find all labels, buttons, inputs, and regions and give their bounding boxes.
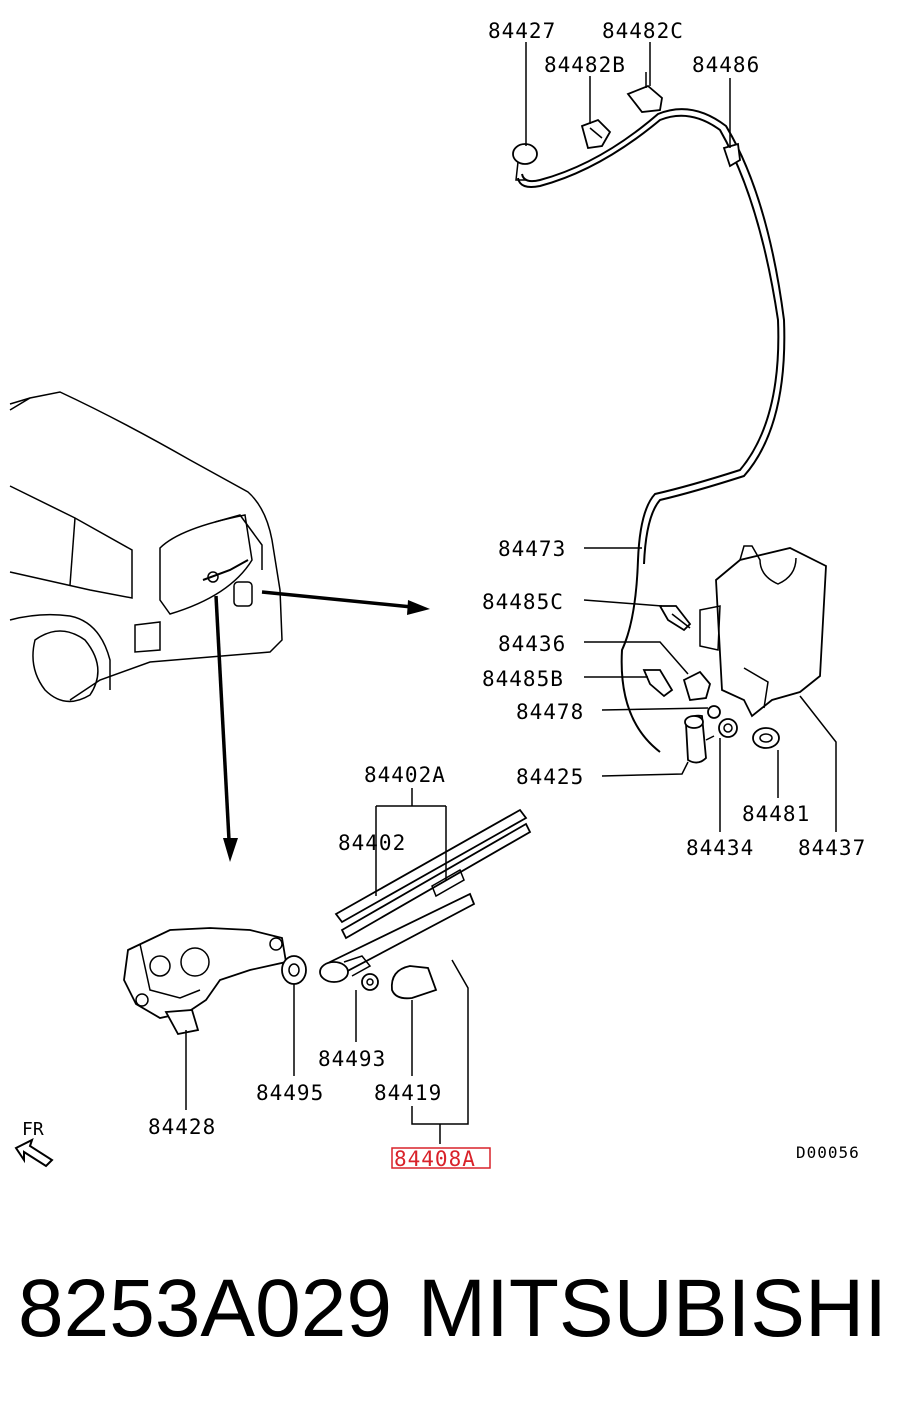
- label-84478[interactable]: 84478: [516, 700, 584, 724]
- front-arrow-icon: [14, 1138, 54, 1168]
- grommet-84478: [707, 705, 721, 719]
- label-84427[interactable]: 84427: [488, 19, 556, 43]
- label-84436[interactable]: 84436: [498, 632, 566, 656]
- label-84485C[interactable]: 84485C: [482, 590, 564, 614]
- wiper-blade-84402: [334, 808, 532, 940]
- bushing-84495: [281, 955, 307, 985]
- joint-84486: [722, 142, 741, 168]
- label-84473[interactable]: 84473: [498, 537, 566, 561]
- label-84481[interactable]: 84481: [742, 802, 810, 826]
- label-84402[interactable]: 84402: [338, 831, 406, 855]
- drawing-code: D00056: [796, 1143, 860, 1162]
- leader-lines-right: [583, 547, 837, 832]
- part-labels: 84427 84482C 84482B 84486 84473 84485C 8…: [148, 19, 866, 1171]
- front-indicator: FR: [14, 1119, 54, 1168]
- label-84434[interactable]: 84434: [686, 836, 754, 860]
- highlight-box: [391, 1147, 491, 1169]
- leader-lines-lower: [185, 788, 469, 1144]
- label-84482C[interactable]: 84482C: [602, 19, 684, 43]
- label-84425[interactable]: 84425: [516, 765, 584, 789]
- label-84482B[interactable]: 84482B: [544, 53, 626, 77]
- wiper-motor-84428: [123, 927, 288, 1036]
- nozzle-84427: [512, 143, 538, 181]
- label-84495[interactable]: 84495: [256, 1081, 324, 1105]
- washer-tank-84437: [699, 545, 827, 718]
- label-84428[interactable]: 84428: [148, 1115, 216, 1139]
- cap-84436: [682, 670, 711, 701]
- cap-84419: [390, 965, 438, 1000]
- bolt-84485B: [642, 669, 674, 698]
- front-indicator-label: FR: [22, 1119, 44, 1140]
- clip-84482C: [626, 72, 663, 113]
- label-84486[interactable]: 84486: [692, 53, 760, 77]
- bolt-84485C: [658, 605, 692, 632]
- label-84419[interactable]: 84419: [374, 1081, 442, 1105]
- label-84493[interactable]: 84493: [318, 1047, 386, 1071]
- wiper-arm-84408A: [319, 892, 476, 983]
- vehicle-outline: [9, 391, 283, 703]
- label-84402A[interactable]: 84402A: [364, 763, 446, 787]
- washer-hose: [517, 108, 786, 753]
- nut-84493: [361, 973, 379, 991]
- direction-arrows: [214, 590, 430, 862]
- leader-lines-top: [525, 42, 731, 148]
- clip-84482B: [580, 118, 612, 150]
- label-84485B[interactable]: 84485B: [482, 667, 564, 691]
- pump-84425: [684, 714, 715, 764]
- brand-name: MITSUBISHI: [417, 1263, 887, 1354]
- part-number-title: 8253A029: [18, 1263, 392, 1354]
- grommet-84481: [752, 727, 780, 749]
- label-84437[interactable]: 84437: [798, 836, 866, 860]
- label-84408A-highlighted[interactable]: 84408A: [394, 1147, 476, 1171]
- grommet-84434: [718, 718, 738, 738]
